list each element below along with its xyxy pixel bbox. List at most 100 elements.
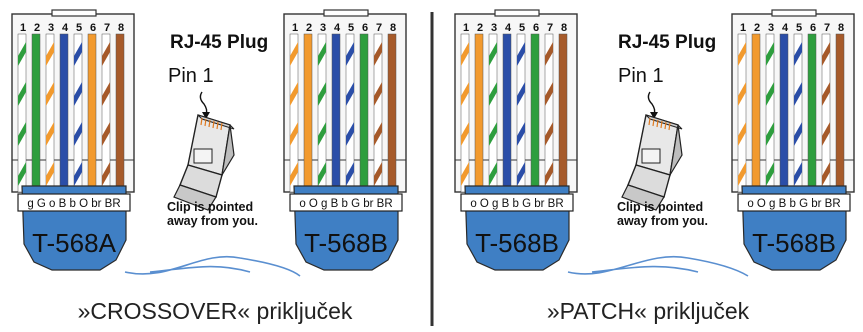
wire-3 xyxy=(488,33,498,193)
pin-number: 3 xyxy=(491,22,497,34)
wire-5 xyxy=(73,33,83,193)
pin-number: 3 xyxy=(768,22,774,34)
pin1-arrowhead xyxy=(202,112,210,119)
pin-number: 5 xyxy=(796,22,802,34)
caption-patch: »PATCH« priključek xyxy=(546,298,750,324)
pin-number: 2 xyxy=(34,22,40,34)
rj45-plug-icon xyxy=(173,114,235,211)
plug-title: RJ-45 Plug xyxy=(618,32,716,53)
pin-number: 1 xyxy=(20,22,26,34)
wire-8 xyxy=(558,33,568,193)
pin-number: 4 xyxy=(334,22,341,34)
standard-label: T-568B xyxy=(752,228,836,258)
wire-4 xyxy=(779,33,789,193)
wire-2 xyxy=(474,33,484,193)
pin-number: 8 xyxy=(390,22,396,34)
pin-number: 3 xyxy=(320,22,326,34)
plug-body xyxy=(11,13,135,193)
pin1-label: Pin 1 xyxy=(618,65,664,87)
color-code-label: o O g B b G br BR xyxy=(299,198,392,210)
pin-number: 3 xyxy=(48,22,54,34)
color-code-label: o O g B b G br BR xyxy=(747,198,840,210)
pin1-arrowhead xyxy=(650,112,658,119)
wire-4 xyxy=(502,33,512,193)
wire-6 xyxy=(87,33,97,193)
wire-8 xyxy=(387,33,397,193)
wire-1 xyxy=(17,33,27,193)
plug-tab xyxy=(51,9,97,17)
pin-number: 5 xyxy=(76,22,82,34)
pin1-arrow xyxy=(647,91,656,115)
pin-number: 6 xyxy=(362,22,368,34)
pin-number: 4 xyxy=(782,22,789,34)
wire-3 xyxy=(45,33,55,193)
color-code-box xyxy=(17,193,131,212)
pin-number: 8 xyxy=(838,22,844,34)
rj45-plug-icon xyxy=(621,114,683,211)
color-code-box xyxy=(289,193,403,212)
pin-number: 7 xyxy=(824,22,830,34)
clip-note-line2: away from you. xyxy=(167,214,258,228)
wire-2 xyxy=(751,33,761,193)
wire-2 xyxy=(303,33,313,193)
wire-3 xyxy=(765,33,775,193)
pin-number: 6 xyxy=(90,22,96,34)
wire-8 xyxy=(835,33,845,193)
standard-label: T-568B xyxy=(475,228,559,258)
pin-number: 2 xyxy=(306,22,312,34)
wire-4 xyxy=(331,33,341,193)
pin-number: 4 xyxy=(62,22,69,34)
pin-number: 1 xyxy=(463,22,469,34)
wire-8 xyxy=(115,33,125,193)
wire-6 xyxy=(807,33,817,193)
plug-body xyxy=(731,13,855,193)
wire-4 xyxy=(59,33,69,193)
clip-note-line1: Clip is pointed xyxy=(167,200,253,214)
pin-number: 5 xyxy=(348,22,354,34)
pin-number: 8 xyxy=(118,22,124,34)
pin-number: 7 xyxy=(104,22,110,34)
wire-7 xyxy=(101,33,111,193)
wire-5 xyxy=(516,33,526,193)
pin-number: 6 xyxy=(810,22,816,34)
caption-crossover: »CROSSOVER« priključek xyxy=(77,298,353,324)
wire-5 xyxy=(345,33,355,193)
pin-number: 1 xyxy=(740,22,746,34)
plug-body xyxy=(454,13,578,193)
pin-number: 1 xyxy=(292,22,298,34)
plug-body xyxy=(283,13,407,193)
plug-title: RJ-45 Plug xyxy=(170,32,268,53)
pin-number: 7 xyxy=(376,22,382,34)
color-code-box xyxy=(460,193,574,212)
pin-number: 8 xyxy=(561,22,567,34)
standard-label: T-568B xyxy=(304,228,388,258)
cable-loop xyxy=(124,255,301,277)
plug-tab xyxy=(323,9,369,17)
pin-number: 6 xyxy=(533,22,539,34)
wire-6 xyxy=(530,33,540,193)
cable-loop xyxy=(567,255,749,277)
pin1-label: Pin 1 xyxy=(168,65,214,87)
plug-tab xyxy=(771,9,817,17)
wire-2 xyxy=(31,33,41,193)
wire-7 xyxy=(544,33,554,193)
color-code-box xyxy=(737,193,851,212)
wire-7 xyxy=(373,33,383,193)
wire-1 xyxy=(737,33,747,193)
wire-1 xyxy=(460,33,470,193)
wire-6 xyxy=(359,33,369,193)
color-code-label: o O g B b G br BR xyxy=(470,198,563,210)
wire-1 xyxy=(289,33,299,193)
standard-label: T-568A xyxy=(32,228,116,258)
wire-5 xyxy=(793,33,803,193)
pin-number: 5 xyxy=(519,22,525,34)
color-code-label: g G o B b O br BR xyxy=(27,198,120,210)
pin-number: 7 xyxy=(547,22,553,34)
